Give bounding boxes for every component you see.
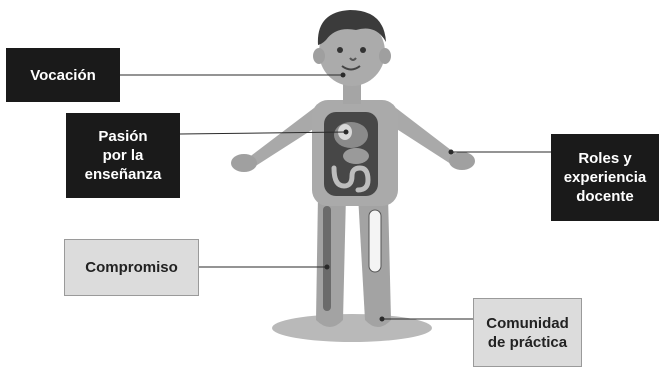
right-arm — [392, 108, 460, 166]
ground-shadow — [272, 314, 432, 342]
label-vocacion: Vocación — [6, 48, 120, 102]
connector-vocacion-dot — [341, 73, 346, 78]
connector-compromiso-dot — [325, 265, 330, 270]
left-leg-bone — [323, 206, 331, 311]
label-compromiso: Compromiso — [64, 239, 199, 296]
label-roles-y-experiencia-docente: Roles y experiencia docente — [551, 134, 659, 221]
label-pasion-por-la-ensenanza: Pasión por la enseñanza — [66, 113, 180, 198]
left-ear — [313, 48, 325, 64]
connector-pasion-dot — [344, 130, 349, 135]
left-hand — [231, 154, 257, 172]
right-ear — [379, 48, 391, 64]
left-arm — [248, 108, 318, 167]
right-hand — [449, 152, 475, 170]
right-leg-bone — [369, 210, 381, 272]
label-comunidad-de-practica: Comunidad de práctica — [473, 298, 582, 367]
connector-comunidad-dot — [380, 317, 385, 322]
connector-roles-dot — [449, 150, 454, 155]
stomach — [343, 148, 369, 164]
left-eye — [337, 47, 343, 53]
right-eye — [360, 47, 366, 53]
